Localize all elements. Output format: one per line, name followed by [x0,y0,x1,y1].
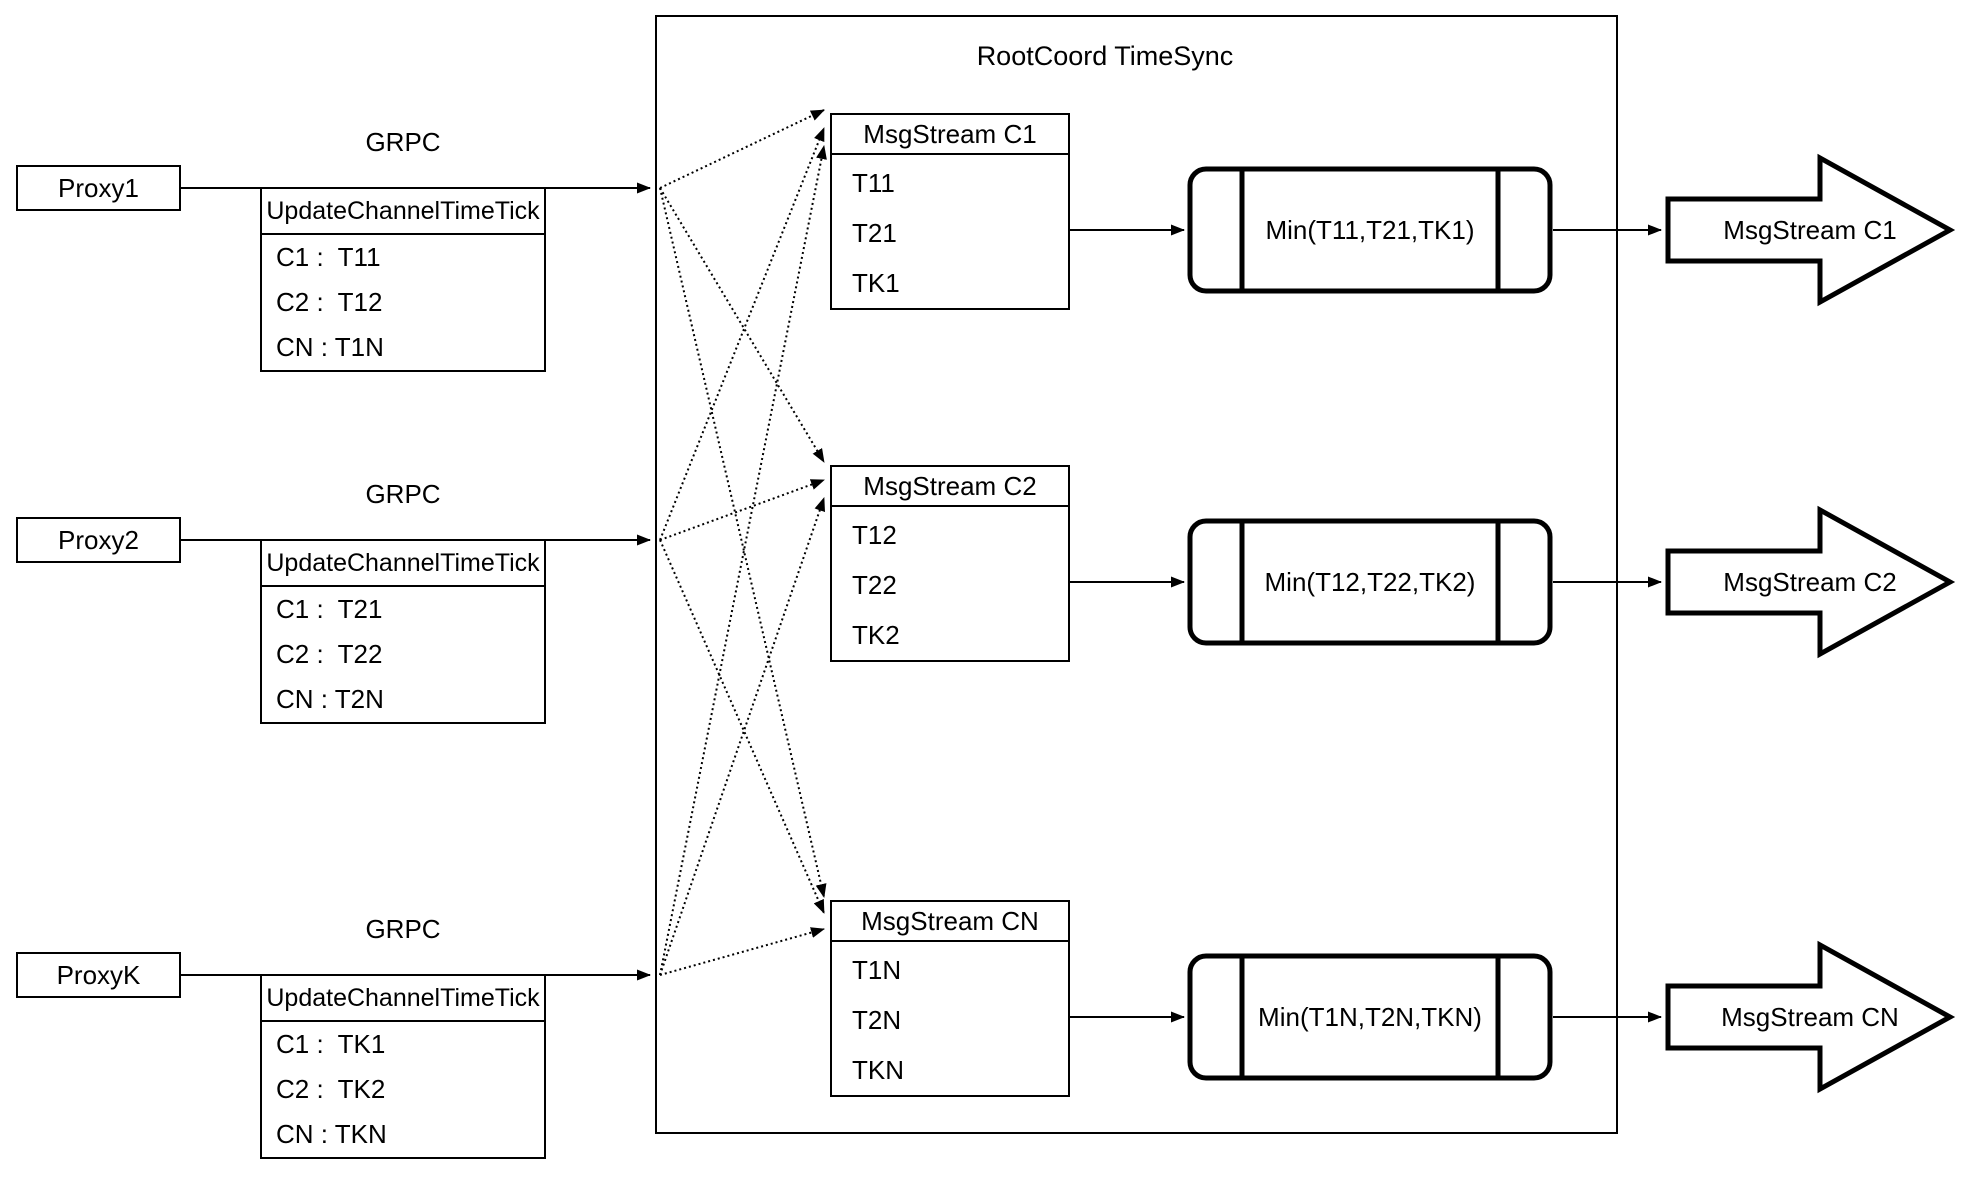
msgstream-box-c2: MsgStream C2 T12 T22 TK2 [830,465,1070,662]
update-timetick-table-row1: UpdateChannelTimeTick C1 : T11 C2 : T12 … [260,187,546,372]
table-row: C2 : T22 [276,639,383,669]
table-row: CN : T1N [276,332,384,362]
container-title: RootCoord TimeSync [976,41,1234,71]
timestamp-value: TK1 [852,268,900,298]
min-node-label-row3: Min(T1N,T2N,TKN) [1258,1002,1482,1032]
output-arrow-label-row2: MsgStream C2 [1723,567,1897,597]
msgstream-box-c1: MsgStream C1 T11 T21 TK1 [830,113,1070,310]
timestamp-value: T12 [852,520,897,550]
grpc-label-row1: GRPC [365,127,441,157]
timestamp-value: T2N [852,1005,902,1035]
output-arrow-label-row1: MsgStream C1 [1723,215,1897,245]
msgstream-box-title: MsgStream C2 [832,467,1068,507]
grpc-label-row3: GRPC [365,914,441,944]
proxy2-node: Proxy2 [16,517,181,563]
min-node-label-row1: Min(T11,T21,TK1) [1265,215,1475,245]
msgstream-box-cn: MsgStream CN T1N T2N TKN [830,900,1070,1097]
min-node-label-row2: Min(T12,T22,TK2) [1264,567,1476,597]
timestamp-value: T22 [852,570,897,600]
timestamp-value: TKN [852,1055,904,1085]
output-arrow-label-row3: MsgStream CN [1721,1002,1899,1032]
table-row: CN : T2N [276,684,384,714]
table-title: UpdateChannelTimeTick [262,976,544,1022]
rootcoord-container [655,15,1618,1134]
table-title: UpdateChannelTimeTick [262,189,544,235]
timestamp-value: T1N [852,955,902,985]
table-row: C1 : TK1 [276,1029,386,1059]
proxy1-node: Proxy1 [16,165,181,211]
table-row: C1 : T21 [276,594,383,624]
table-row: CN : TKN [276,1119,387,1149]
msgstream-box-title: MsgStream C1 [832,115,1068,155]
timestamp-value: TK2 [852,620,900,650]
update-timetick-table-row2: UpdateChannelTimeTick C1 : T21 C2 : T22 … [260,539,546,724]
table-row: C2 : TK2 [276,1074,386,1104]
table-title: UpdateChannelTimeTick [262,541,544,587]
update-timetick-table-row3: UpdateChannelTimeTick C1 : TK1 C2 : TK2 … [260,974,546,1159]
timestamp-value: T11 [852,168,895,198]
msgstream-box-title: MsgStream CN [832,902,1068,942]
proxyk-node: ProxyK [16,952,181,998]
table-row: C2 : T12 [276,287,383,317]
grpc-label-row2: GRPC [365,479,441,509]
timestamp-value: T21 [852,218,897,248]
table-row: C1 : T11 [276,242,381,272]
